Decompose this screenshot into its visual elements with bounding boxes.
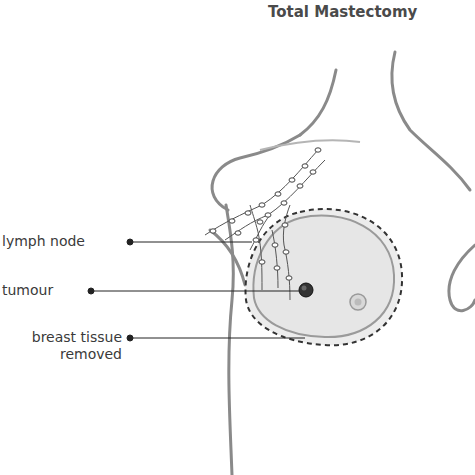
nipple xyxy=(350,294,366,310)
lymph-nodes xyxy=(210,148,321,280)
lymph-node xyxy=(272,243,278,247)
lymph-node xyxy=(245,211,251,215)
diagram-title: Total Mastectomy xyxy=(268,4,417,21)
lymph-node xyxy=(310,170,316,174)
lymph-node xyxy=(235,231,241,235)
neck-right-line xyxy=(392,52,470,190)
lymph-node xyxy=(259,260,265,264)
part-label: breast tissue removed xyxy=(2,329,122,363)
lymph-node xyxy=(210,229,216,233)
leader-line xyxy=(91,291,299,292)
lymph-node xyxy=(297,184,303,188)
part-label: lymph node xyxy=(2,233,122,250)
lymph-node xyxy=(274,266,280,270)
nipple-centre xyxy=(355,299,362,306)
lymph-vessel xyxy=(250,205,262,290)
lymph-vessel xyxy=(205,150,318,235)
lymph-vessel xyxy=(283,205,290,300)
right-breast xyxy=(449,245,475,311)
lymph-node xyxy=(259,203,265,207)
breast-tissue xyxy=(253,216,394,337)
lymph-vessels xyxy=(205,150,325,300)
leader-lines xyxy=(88,239,305,341)
lymph-node xyxy=(302,164,308,168)
lymph-vessel xyxy=(272,230,278,288)
lymph-node xyxy=(229,219,235,223)
lymph-node xyxy=(265,213,271,217)
part-label: tumour xyxy=(2,282,86,299)
neck-line xyxy=(300,70,336,135)
tumour-highlight xyxy=(302,286,307,291)
lymph-vessel xyxy=(225,160,325,240)
lymph-node xyxy=(282,223,288,227)
breast-tissue-outline xyxy=(245,209,402,345)
collarbone xyxy=(260,140,360,150)
lymph-node xyxy=(289,178,295,182)
lymph-node xyxy=(281,201,287,205)
lymph-node xyxy=(257,220,263,224)
shoulder-line xyxy=(212,135,300,210)
leader-line xyxy=(130,242,252,243)
lymph-node xyxy=(315,148,321,152)
tumour xyxy=(299,283,313,297)
lymph-node xyxy=(283,250,289,254)
lymph-node xyxy=(286,276,292,280)
leader-line xyxy=(130,338,305,339)
lymph-node xyxy=(253,238,259,242)
lymph-node xyxy=(275,192,281,196)
body-outline xyxy=(210,52,475,475)
